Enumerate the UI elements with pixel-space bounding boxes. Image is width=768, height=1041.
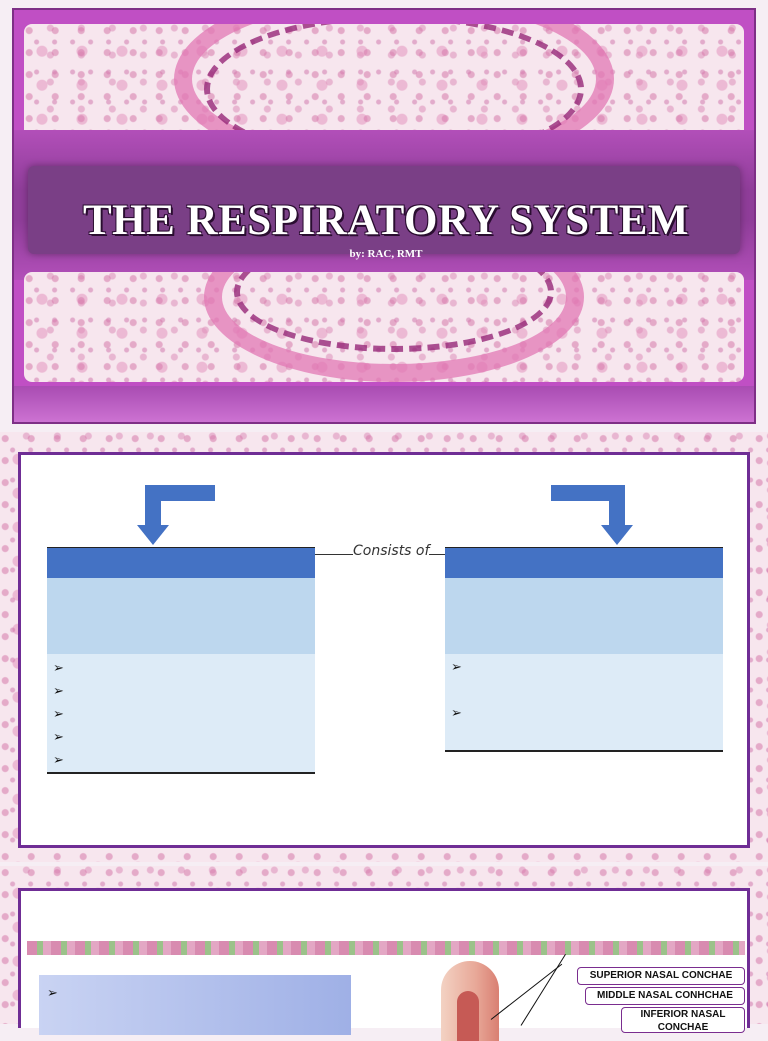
left-table-list-row: ➢ ➢ ➢ ➢ ➢ <box>47 654 315 774</box>
title-slide: THE RESPIRATORY SYSTEM by: RAC, RMT <box>12 8 756 424</box>
slide-byline: by: RAC, RMT <box>349 248 423 260</box>
arrowhead-bullet-icon: ➢ <box>53 660 64 675</box>
middle-nasal-conchae-label: MIDDLE NASAL CONHCHAE <box>585 987 745 1005</box>
epithelium-image-strip <box>27 941 745 955</box>
slide-footer-band <box>14 386 754 422</box>
leader-line <box>490 963 563 1020</box>
nasal-conchae-illustration <box>457 991 479 1041</box>
arrowhead-bullet-icon: ➢ <box>53 706 64 721</box>
right-table-description-row <box>445 578 723 654</box>
left-table-description-row <box>47 578 315 654</box>
histology-image-top <box>24 24 744 144</box>
right-division-table: ➢ ➢ <box>445 547 723 752</box>
left-table-header <box>47 547 315 578</box>
title-bar <box>28 166 740 254</box>
arrowhead-bullet-icon: ➢ <box>53 729 64 744</box>
slide-frame: ➢ SUPERIOR NASAL CONCHAE MIDDLE NASAL CO… <box>18 888 750 1041</box>
arrowhead-bullet-icon: ➢ <box>451 705 462 720</box>
left-division-table: ➢ ➢ ➢ ➢ ➢ <box>47 547 315 774</box>
bronchiole-epithelium <box>204 24 584 144</box>
nasal-cavity-slide: ➢ SUPERIOR NASAL CONCHAE MIDDLE NASAL CO… <box>0 866 768 1041</box>
slide-title: THE RESPIRATORY SYSTEM <box>82 197 690 244</box>
text-box <box>39 975 351 1035</box>
slide-frame: Consists of ➢ ➢ ➢ ➢ ➢ ➢ ➢ <box>18 452 750 848</box>
inferior-nasal-conchae-label: INFERIOR NASAL CONCHAE <box>621 1007 745 1033</box>
histology-image-bottom <box>24 272 744 382</box>
right-table-list-row: ➢ ➢ <box>445 654 723 752</box>
classification-slide: Consists of ➢ ➢ ➢ ➢ ➢ ➢ ➢ <box>0 432 768 862</box>
arrowhead-bullet-icon: ➢ <box>451 659 462 674</box>
arrowhead-bullet-icon: ➢ <box>53 683 64 698</box>
connector-text: Consists of <box>353 543 430 559</box>
arrowhead-bullet-icon: ➢ <box>53 752 64 767</box>
superior-nasal-conchae-label: SUPERIOR NASAL CONCHAE <box>577 967 745 985</box>
right-table-header <box>445 547 723 578</box>
arrowhead-bullet-icon: ➢ <box>47 985 58 1000</box>
